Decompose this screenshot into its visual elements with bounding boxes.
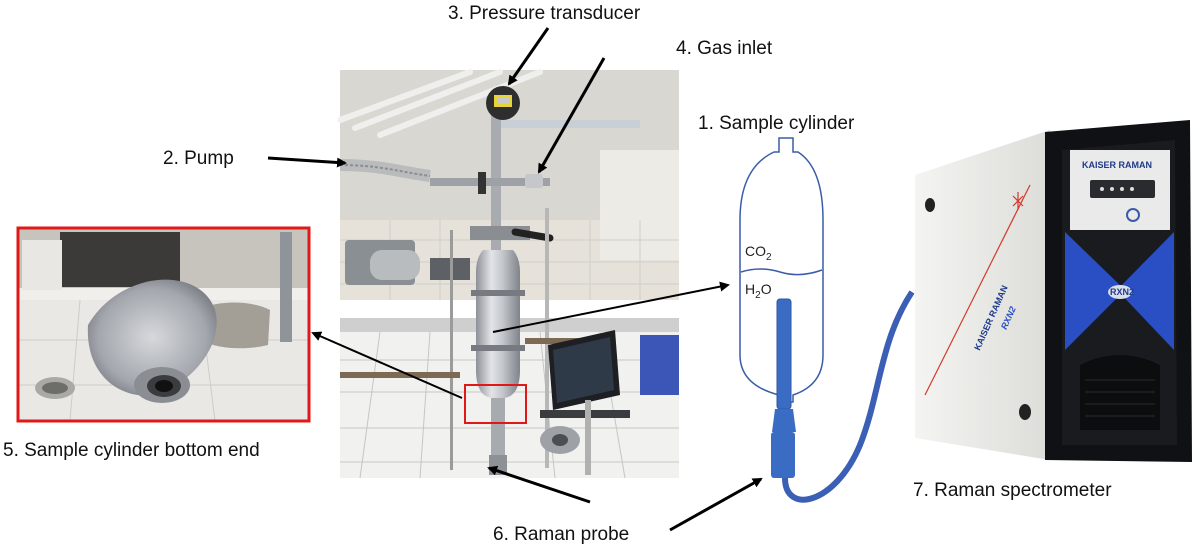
gas-phase-label: CO2 [745,243,772,263]
liquid-phase-label: H2O [745,281,772,301]
arrow-gas-inlet [537,57,606,174]
arrow-pump [267,156,347,168]
callout-arrows [267,27,763,532]
arrow-pressure-transducer [507,27,550,86]
label-pump: 2. Pump [163,148,234,169]
probe-fiber-cable [782,290,915,503]
label-gas-inlet: 4. Gas inlet [676,38,773,59]
front-badge: RXN2 [1110,287,1134,297]
label-pressure-transducer: 3. Pressure transducer [448,3,641,24]
label-raman-spectrometer: 7. Raman spectrometer [913,480,1112,501]
liquid-interface-line [740,268,823,276]
raman-probe-schematic [771,290,915,503]
raman-spectrometer-image: KAISER RAMAN RXN2 KAISER RAMAN [915,120,1192,462]
cylinder-schematic [739,137,824,403]
inset-photo [16,226,311,423]
label-sample-cylinder: 1. Sample cylinder [698,113,855,134]
label-raman-probe: 6. Raman probe [493,524,629,545]
arrow-sample-cylinder [492,281,730,333]
label-bottom-end: 5. Sample cylinder bottom end [3,440,260,461]
detail-highlight-box [464,384,527,424]
arrow-bottom-end [311,331,463,399]
arrow-raman-probe-schematic [669,477,763,532]
main-photo [337,69,679,479]
brand-front: KAISER RAMAN [1082,160,1152,170]
inset-border [16,226,311,423]
arrow-raman-probe-photo [487,465,591,504]
